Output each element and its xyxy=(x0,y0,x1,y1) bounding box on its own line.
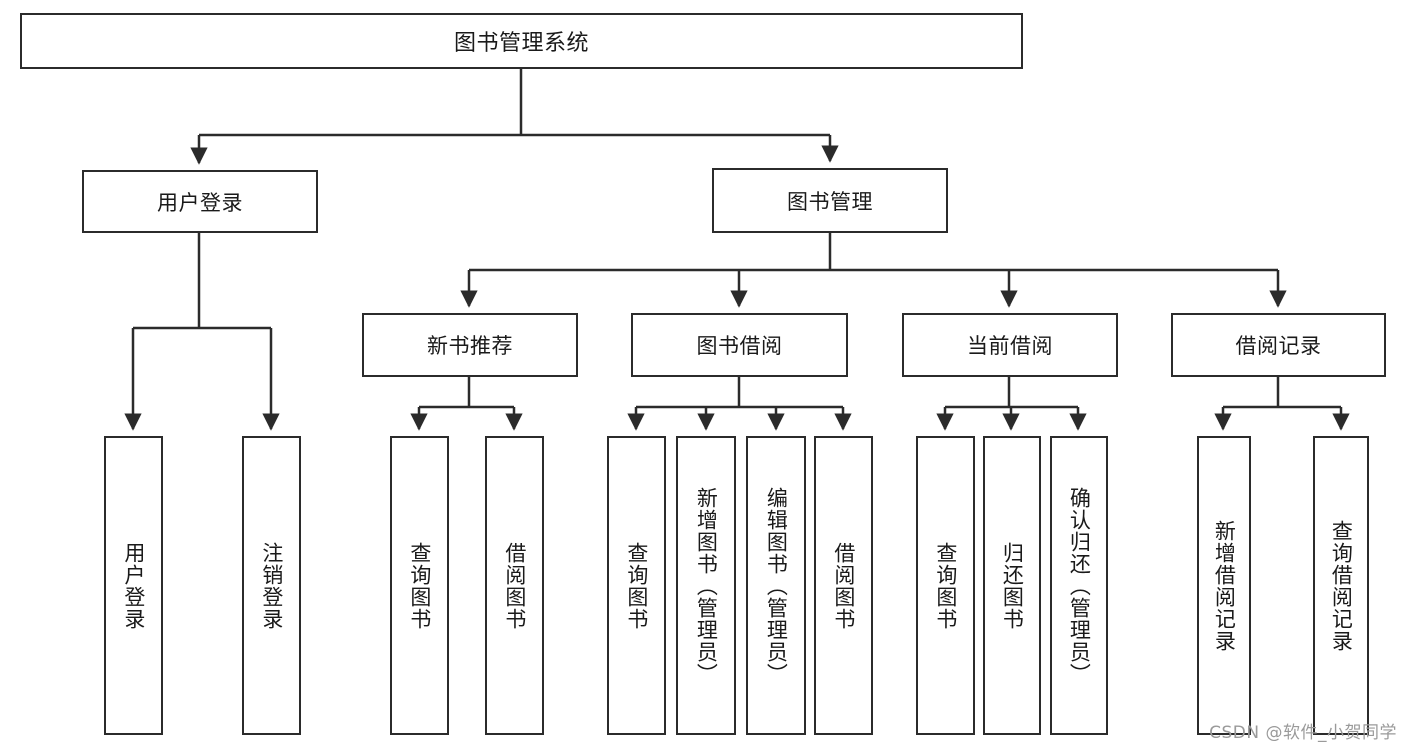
node-root-book-management-system[interactable]: 图书管理系统 xyxy=(20,13,1023,69)
node-label: 查询图书 xyxy=(624,541,649,630)
node-label: 借阅图书 xyxy=(502,541,527,630)
leaf-new-book-query[interactable]: 查询图书 xyxy=(390,436,449,735)
leaf-borrow-record-add[interactable]: 新增借阅记录 xyxy=(1197,436,1251,735)
node-new-book-recommend[interactable]: 新书推荐 xyxy=(362,313,578,377)
node-label: 查询借阅记录 xyxy=(1329,519,1354,652)
leaf-borrow-record-query[interactable]: 查询借阅记录 xyxy=(1313,436,1369,735)
node-label: 图书借阅 xyxy=(696,334,783,358)
node-label: 图书管理系统 xyxy=(453,31,589,56)
node-label: 归还图书 xyxy=(1000,541,1025,630)
leaf-book-borrow-borrow[interactable]: 借阅图书 xyxy=(814,436,873,735)
node-user-login[interactable]: 用户登录 xyxy=(82,170,318,233)
node-label: 新书推荐 xyxy=(427,334,513,358)
node-label: 借阅图书 xyxy=(831,541,856,630)
node-current-borrow[interactable]: 当前借阅 xyxy=(902,313,1118,377)
node-book-borrow[interactable]: 图书借阅 xyxy=(631,313,848,377)
leaf-current-borrow-return[interactable]: 归还图书 xyxy=(983,436,1041,735)
watermark-csdn: CSDN @软件_小贺同学 xyxy=(1209,723,1397,743)
node-label: 查询图书 xyxy=(407,541,432,630)
node-label: 注销登录 xyxy=(259,541,284,630)
leaf-current-borrow-confirm-admin[interactable]: 确认归还（管理员） xyxy=(1050,436,1108,735)
leaf-user-login-login[interactable]: 用户登录 xyxy=(104,436,163,735)
leaf-user-login-logout[interactable]: 注销登录 xyxy=(242,436,301,735)
node-label: 新增借阅记录 xyxy=(1212,519,1237,652)
node-label: 编辑图书（管理员） xyxy=(764,486,789,685)
node-label: 借阅记录 xyxy=(1235,334,1322,358)
node-label: 用户登录 xyxy=(157,190,243,215)
node-label: 用户登录 xyxy=(121,541,146,630)
node-book-management[interactable]: 图书管理 xyxy=(712,168,948,233)
leaf-new-book-borrow[interactable]: 借阅图书 xyxy=(485,436,544,735)
leaf-current-borrow-query[interactable]: 查询图书 xyxy=(916,436,975,735)
node-label: 当前借阅 xyxy=(967,334,1053,358)
leaf-book-borrow-query[interactable]: 查询图书 xyxy=(607,436,666,735)
node-label: 查询图书 xyxy=(933,541,958,630)
node-label: 图书管理 xyxy=(787,189,873,214)
node-label: 确认归还（管理员） xyxy=(1067,486,1092,685)
leaf-book-borrow-edit-admin[interactable]: 编辑图书（管理员） xyxy=(746,436,806,735)
node-borrow-record[interactable]: 借阅记录 xyxy=(1171,313,1386,377)
leaf-book-borrow-add-admin[interactable]: 新增图书（管理员） xyxy=(676,436,736,735)
node-label: 新增图书（管理员） xyxy=(694,486,719,685)
